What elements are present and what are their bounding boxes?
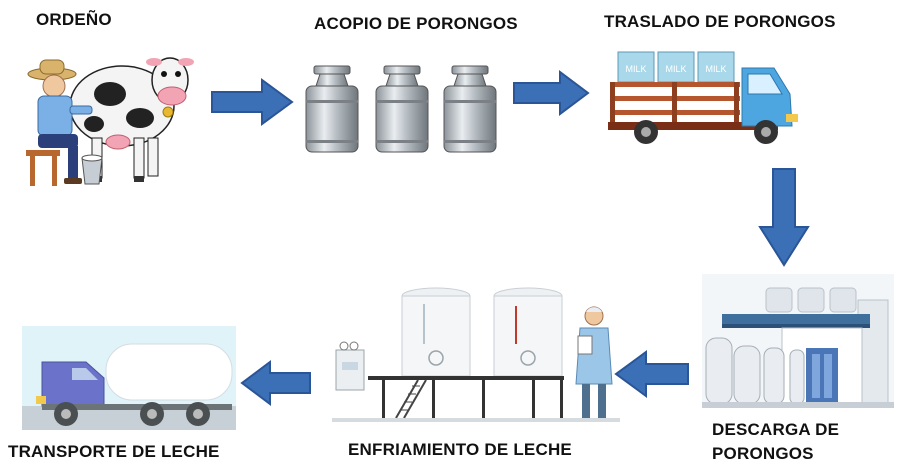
step-label-descarga-line2: PORONGOS xyxy=(712,444,814,463)
crate-label-1: MILK xyxy=(625,64,646,74)
step-label-acopio: ACOPIO DE PORONGOS xyxy=(314,14,518,33)
cooling-tanks-illustration xyxy=(332,287,620,422)
step-label-descarga-line1: DESCARGA DE xyxy=(712,420,840,439)
milking-illustration xyxy=(26,57,194,186)
crate-label-2: MILK xyxy=(665,64,686,74)
crate-truck-illustration: MILK MILK MILK xyxy=(608,51,798,144)
arrow-left-1 xyxy=(614,350,689,398)
step-label-traslado: TRASLADO DE PORONGOS xyxy=(604,12,836,31)
arrow-right-1 xyxy=(211,78,294,126)
crate-label-3: MILK xyxy=(705,64,726,74)
step-label-ordeno: ORDEÑO xyxy=(36,10,112,29)
step-label-enfriamiento: ENFRIAMIENTO DE LECHE xyxy=(348,440,572,459)
arrow-left-2 xyxy=(240,360,311,406)
tanker-truck-illustration xyxy=(22,326,236,430)
step-label-transporte: TRANSPORTE DE LECHE xyxy=(8,442,220,461)
arrow-right-2 xyxy=(513,70,590,116)
milk-cans-illustration xyxy=(305,65,497,153)
arrow-down xyxy=(758,168,810,267)
dairy-plant-illustration xyxy=(702,274,894,408)
